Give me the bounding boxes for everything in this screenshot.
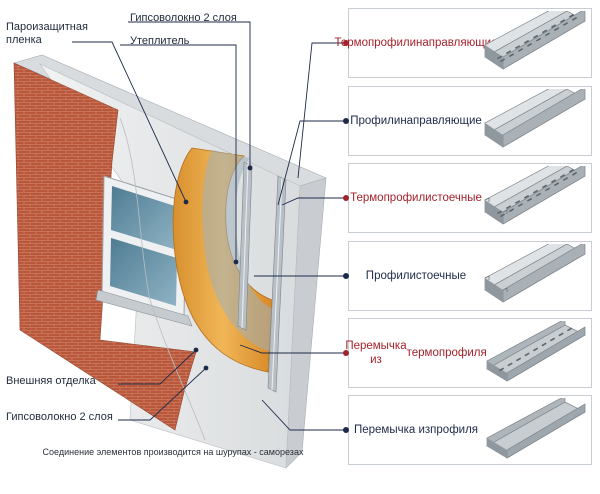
- vapor-film-label: Пароизащитная пленка: [6, 21, 88, 47]
- gypsum-bottom-label: Гипсоволокно 2 слоя: [6, 411, 113, 423]
- profile-card-label-line: Профили: [350, 115, 401, 127]
- insulation-label: Утеплитель: [130, 35, 190, 47]
- card-connectors: [239, 42, 346, 431]
- profile-card-label-line: Термопрофили: [334, 37, 417, 49]
- c-stud-perforated-profile-icon: [484, 166, 586, 225]
- gypsum-inner-layer: [202, 150, 276, 352]
- vapor-film-label-line: Пароизащитная: [6, 21, 88, 33]
- profile-card-label-line: стоечные: [415, 270, 467, 282]
- profile-card-label-line: направляющие: [400, 115, 482, 127]
- leader-lines: [72, 21, 251, 421]
- profile-card-label-line: Профили: [365, 270, 416, 282]
- profile-card-label-line: стоечные: [431, 192, 482, 204]
- u-track-perforated-profile-icon: [484, 11, 586, 70]
- profile-card-label-line: термопрофиля: [406, 347, 487, 359]
- connector-dot: [343, 195, 349, 201]
- exterior-finish-label: Внешняя отделка: [6, 375, 96, 387]
- c-stud-profile-icon: [484, 244, 586, 303]
- vapor-film-label-line: пленка: [6, 34, 42, 46]
- lintel-profile-icon: [486, 398, 586, 459]
- connector-dot: [343, 427, 349, 433]
- fastening-caption: Соединение элементов производится на шур…: [42, 447, 304, 457]
- gypsum-top-label: Гипсоволокно 2 слоя: [130, 12, 237, 24]
- connector-dot: [343, 350, 349, 356]
- u-track-profile-icon: [484, 89, 586, 148]
- window-glass-top: [111, 186, 178, 250]
- profile-card-label-line: направляющие: [416, 37, 498, 49]
- profile-card-label-line: Перемычка из: [345, 340, 407, 366]
- profile-card-label-line: профиля: [430, 424, 479, 436]
- window-sill: [95, 289, 193, 327]
- profile-card-label-line: Перемычка из: [353, 424, 431, 436]
- window-glass-bottom: [110, 238, 177, 306]
- connector-dot: [343, 273, 349, 279]
- connector-dot: [343, 118, 349, 124]
- profile-card-label-line: Термопрофили: [350, 192, 432, 204]
- lintel-perforated-profile-icon: [486, 321, 586, 382]
- connector-dot: [343, 40, 349, 46]
